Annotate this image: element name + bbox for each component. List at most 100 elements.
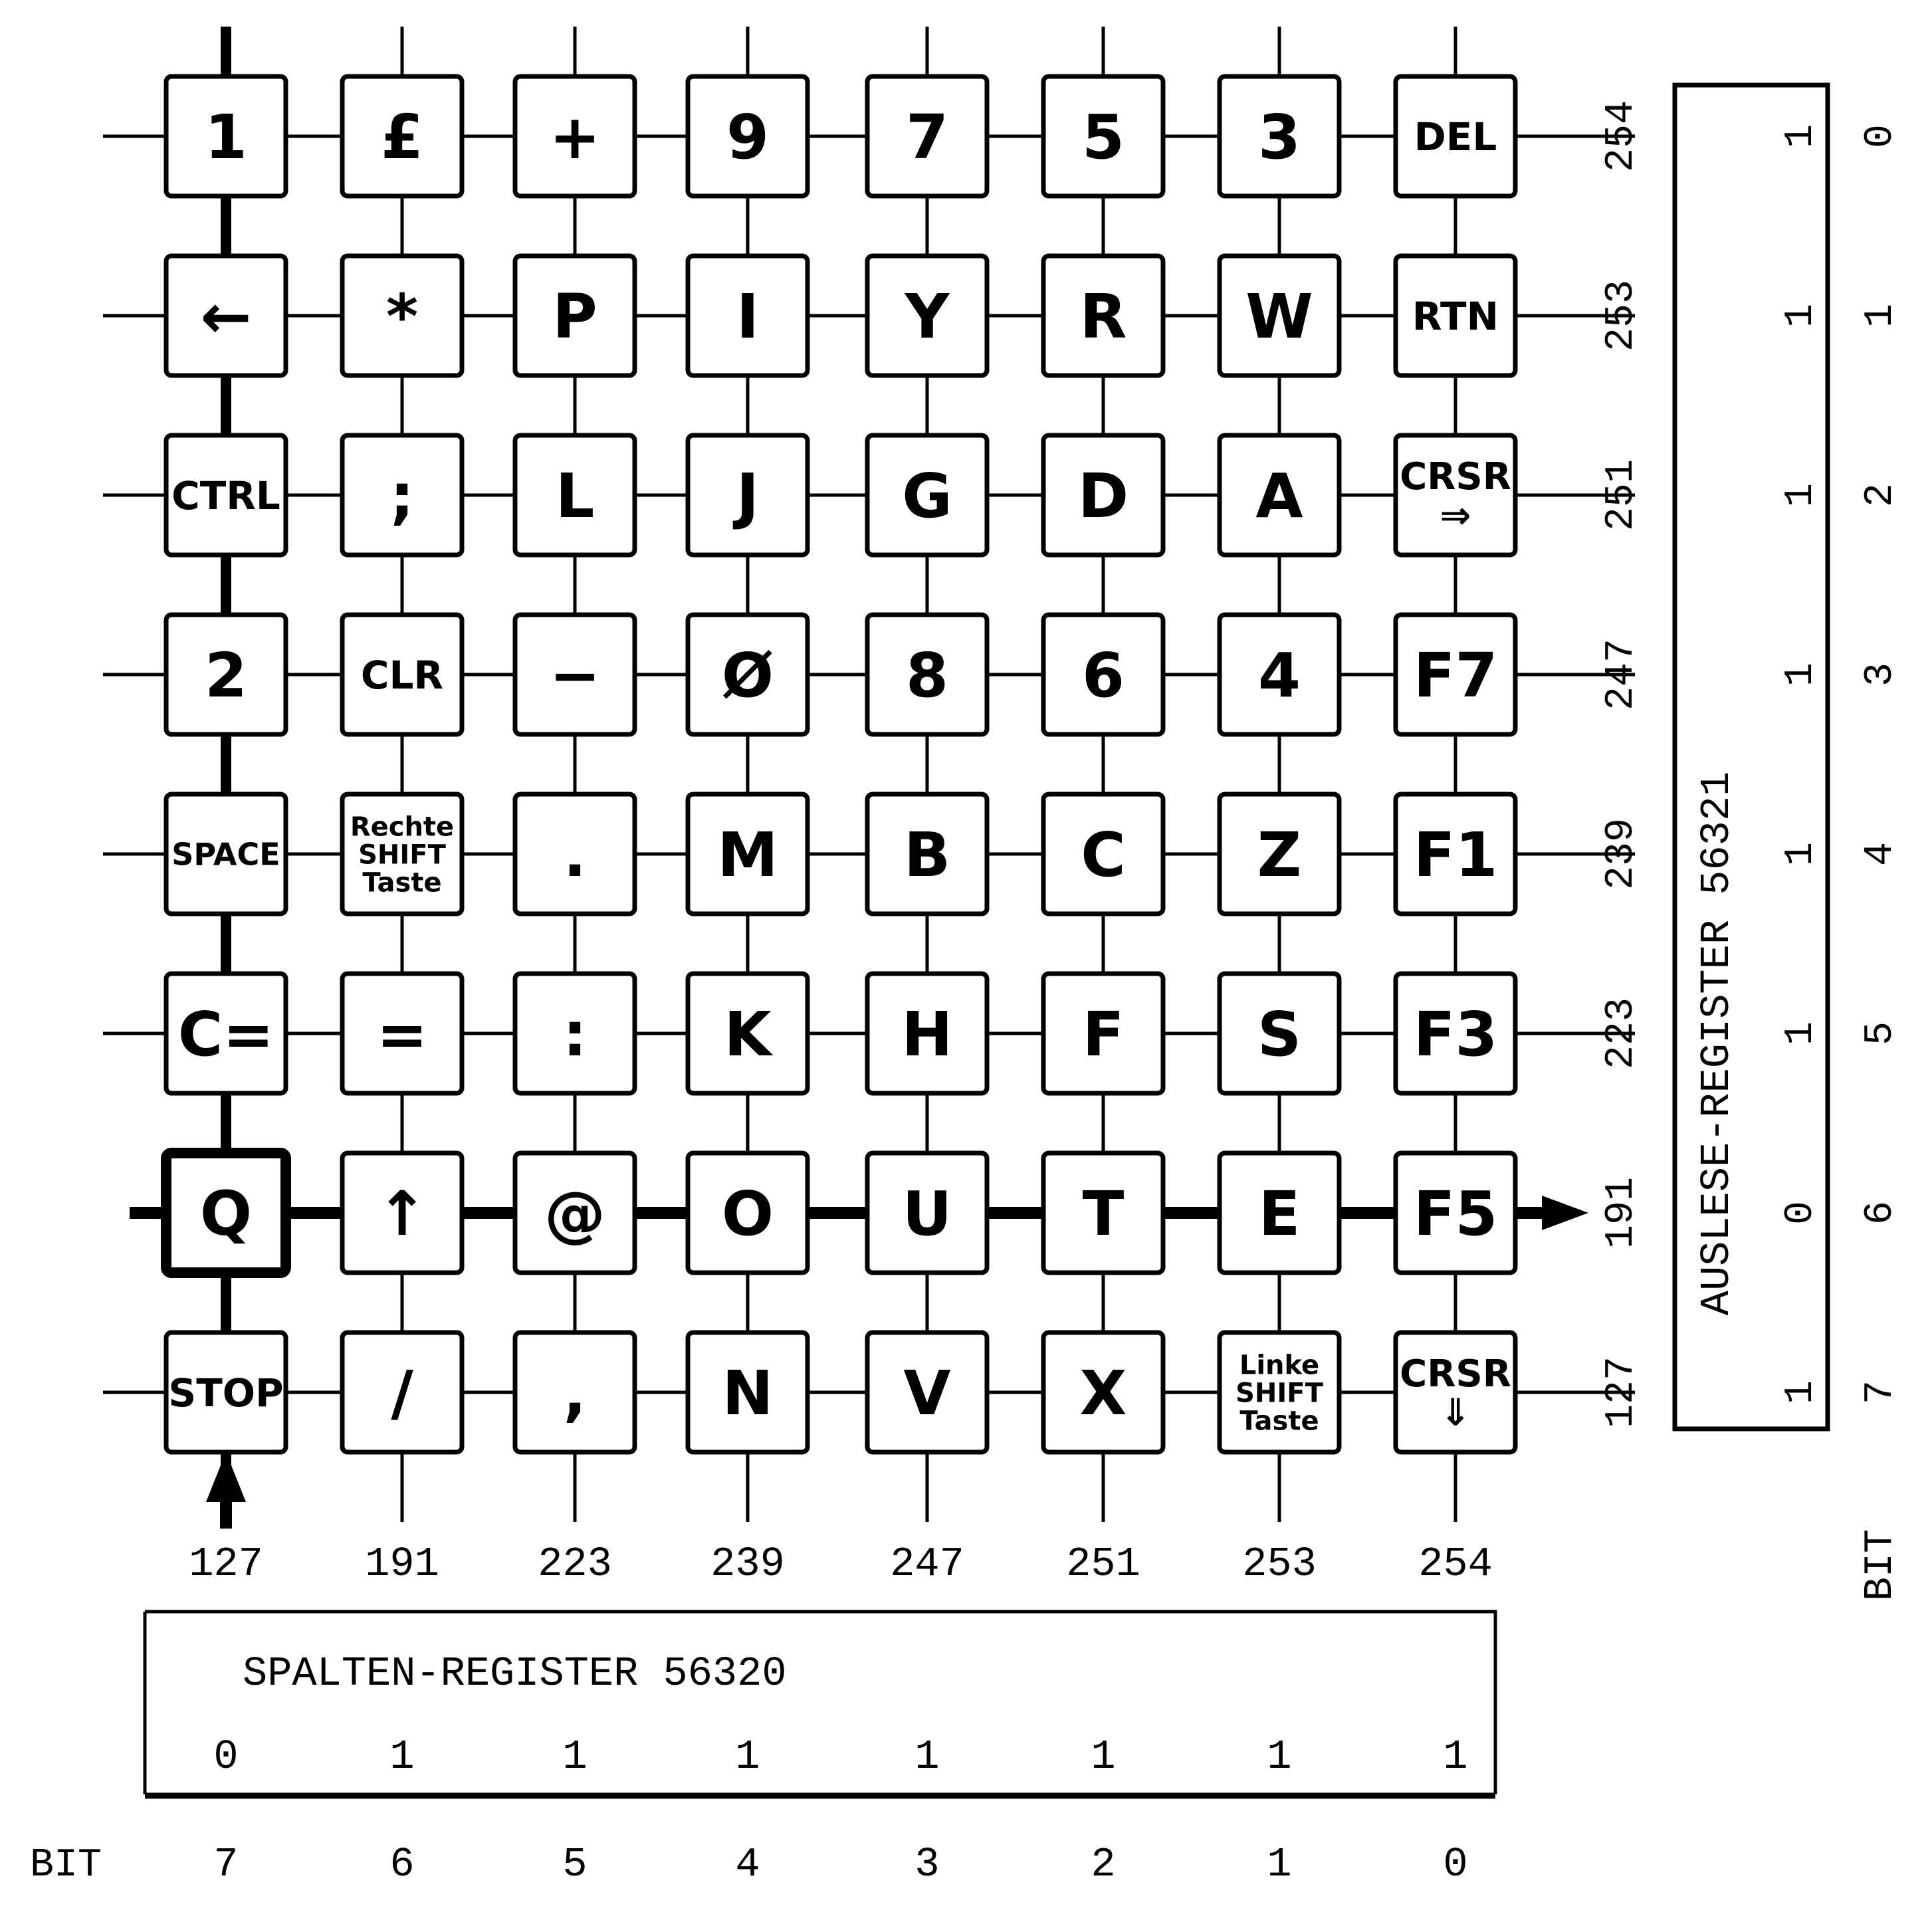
- column-bit-number: 4: [735, 1841, 760, 1888]
- key-label: CLR: [361, 653, 443, 698]
- key: 3: [1217, 74, 1342, 199]
- key: 6: [1041, 612, 1166, 737]
- key: A: [1217, 433, 1342, 558]
- column-bit: 1: [389, 1733, 414, 1780]
- row-bit-number: 5: [1858, 1021, 1903, 1045]
- key-label: ;: [390, 461, 415, 532]
- key-box: [1041, 433, 1166, 558]
- row-bit-number: 4: [1858, 842, 1903, 866]
- key-box: [340, 433, 465, 558]
- row-bit: 1: [1778, 842, 1824, 866]
- key-label: 9: [726, 102, 769, 173]
- key-box: [865, 74, 990, 199]
- key: H: [865, 971, 990, 1096]
- key-box: [163, 612, 288, 737]
- key-box: [1393, 253, 1518, 378]
- key-box: [512, 433, 637, 558]
- key-box: [340, 74, 465, 199]
- column-register-label: SPALTEN-REGISTER 56320: [243, 1650, 787, 1697]
- key: 5: [1041, 74, 1166, 199]
- key-label: Taste: [362, 867, 441, 898]
- key-label: X: [1080, 1358, 1127, 1429]
- column-bit-number: 3: [914, 1841, 939, 1888]
- column-bit-number: 6: [389, 1841, 414, 1888]
- key-box: [865, 253, 990, 378]
- key: M: [685, 792, 810, 916]
- key-label: F: [1083, 999, 1125, 1070]
- key-label: K: [724, 999, 774, 1070]
- key: Ø: [685, 612, 810, 737]
- key: CRSR⇓: [1393, 1330, 1518, 1455]
- column-bit-number: 5: [562, 1841, 587, 1888]
- key-box: [1217, 433, 1342, 558]
- key-label: Y: [905, 281, 950, 352]
- key-label: U: [903, 1178, 952, 1249]
- key-box: [340, 253, 465, 378]
- key-label: J: [732, 461, 759, 532]
- key-label: .: [564, 819, 587, 891]
- column-value: 247: [890, 1541, 964, 1588]
- key-box: [340, 1150, 465, 1275]
- key-label: L: [556, 461, 595, 532]
- key: X: [1041, 1330, 1166, 1455]
- row-bit-number: 3: [1858, 663, 1903, 687]
- key-label: SHIFT: [358, 839, 446, 870]
- key-label: F3: [1414, 999, 1498, 1070]
- key-label: C: [1081, 819, 1126, 891]
- key: 2: [163, 612, 288, 737]
- key: :: [512, 971, 637, 1096]
- key-label: DEL: [1414, 114, 1497, 160]
- key: W: [1217, 253, 1342, 378]
- row-bit-number: 6: [1858, 1201, 1903, 1225]
- key-box: [163, 792, 288, 916]
- key: J: [685, 433, 810, 558]
- key-label: £: [381, 102, 423, 173]
- key-label: Rechte: [350, 811, 454, 842]
- key-label: E: [1259, 1178, 1301, 1249]
- column-value: 254: [1418, 1541, 1493, 1588]
- key: L: [512, 433, 637, 558]
- key-label: CRSR: [1400, 1352, 1511, 1396]
- key: ↑: [340, 1150, 465, 1275]
- key: E: [1217, 1150, 1342, 1275]
- key-label: C=: [178, 999, 274, 1070]
- key-label: SHIFT: [1235, 1378, 1323, 1408]
- key-box: [340, 971, 465, 1096]
- key: CLR: [340, 612, 465, 737]
- key-box: [685, 1330, 810, 1455]
- key-box: [163, 971, 288, 1096]
- key: £: [340, 74, 465, 199]
- key-box: [512, 612, 637, 737]
- key-label: Q: [200, 1178, 252, 1249]
- key: +: [512, 74, 637, 199]
- key: B: [865, 792, 990, 916]
- column-bit: 0: [213, 1733, 238, 1780]
- key-label: M: [717, 819, 778, 891]
- key-box: [512, 1330, 637, 1455]
- key: CRSR⇒: [1393, 433, 1518, 558]
- column-value: 223: [538, 1541, 612, 1588]
- key: STOP: [163, 1330, 288, 1455]
- column-value: 127: [189, 1541, 263, 1588]
- key-label: F5: [1414, 1178, 1498, 1249]
- key: ,: [512, 1330, 637, 1455]
- key-label: *: [386, 281, 418, 352]
- key: 1: [163, 74, 288, 199]
- row-value: 223: [1599, 998, 1644, 1069]
- key: F5: [1393, 1150, 1518, 1275]
- key-label: RTN: [1412, 294, 1499, 339]
- key-label: −: [549, 640, 600, 711]
- key: F7: [1393, 612, 1518, 737]
- key-label: 8: [906, 640, 948, 711]
- key: =: [340, 971, 465, 1096]
- row-register: AUSLESE-REGISTER 56321 25425325124723922…: [1599, 82, 1903, 1601]
- key-box: [865, 792, 990, 916]
- key-box: [865, 1330, 990, 1455]
- key-box: [1217, 1330, 1342, 1455]
- key-label: 2: [205, 640, 247, 711]
- key-label: ←: [200, 281, 251, 352]
- key: F3: [1393, 971, 1518, 1096]
- key: 8: [865, 612, 990, 737]
- key-box: [1217, 612, 1342, 737]
